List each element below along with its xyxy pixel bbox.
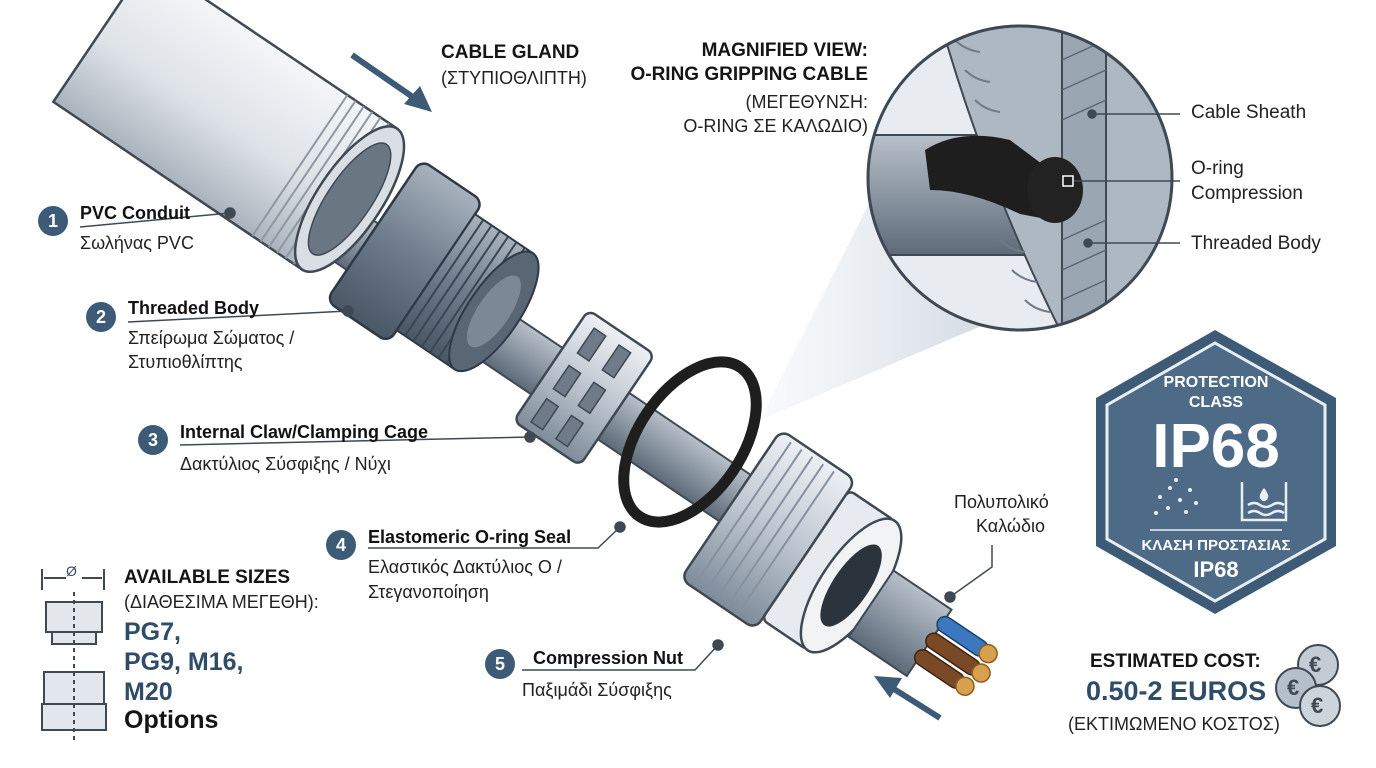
leader-lines bbox=[79, 207, 993, 671]
sizes-title: AVAILABLE SIZES bbox=[124, 567, 291, 588]
coin-euro-icon-3: € bbox=[1311, 693, 1324, 718]
size-pg7: PG7, bbox=[124, 618, 181, 646]
magnified-leaders bbox=[1062, 109, 1180, 248]
part-3-name: Internal Claw/Clamping Cage bbox=[180, 422, 429, 442]
o-ring-shape bbox=[618, 356, 762, 528]
magnified-subtitle-2: O-RING ΣΕ ΚΑΛΩΔΙΟ) bbox=[683, 116, 868, 136]
part-3-name-gr: Δακτύλιος Σύσφιξης / Νύχι bbox=[180, 454, 391, 474]
cable-label-1: Πολυπολικό bbox=[954, 492, 1049, 512]
part-1-name: PVC Conduit bbox=[80, 203, 190, 223]
size-m20: M20 bbox=[124, 678, 173, 706]
pvc-conduit-shape bbox=[51, 0, 406, 274]
cost-title: ESTIMATED COST: bbox=[1090, 651, 1261, 672]
part-3-number: 3 bbox=[138, 425, 168, 455]
part-2-number: 2 bbox=[86, 302, 116, 332]
badge-ip68-gr: IP68 bbox=[1193, 557, 1239, 582]
label-cable-sheath: Cable Sheath bbox=[1191, 102, 1307, 123]
sizes-subtitle: (ΔΙΑΘΕΣΙΜΑ ΜΕΓΕΘΗ): bbox=[124, 592, 319, 612]
cable-end-shape bbox=[847, 569, 998, 697]
part-5-name-gr: Παξιμάδι Σύσφιξης bbox=[522, 680, 672, 700]
part-2-name-gr: Σπείρωμα Σώματος / bbox=[128, 328, 295, 348]
badge-ip68: IP68 bbox=[1152, 412, 1280, 481]
magnified-title-2: O-RING GRIPPING CABLE bbox=[630, 64, 868, 85]
clamping-cage-shape bbox=[515, 311, 653, 464]
coin-euro-icon-1: € bbox=[1309, 652, 1322, 677]
fitting-size-icon bbox=[41, 569, 107, 740]
part-5-number: 5 bbox=[485, 649, 515, 679]
cost-subtitle: (ΕΚΤΙΜΩΜΕΝΟ ΚΟΣΤΟΣ) bbox=[1068, 714, 1280, 734]
compression-nut-shape bbox=[683, 432, 903, 654]
coin-euro-icon-2: € bbox=[1287, 675, 1300, 700]
water-icon bbox=[1240, 482, 1288, 522]
magnified-circle-border bbox=[866, 24, 1174, 332]
diameter-symbol: Ø bbox=[66, 563, 77, 579]
part-5-name: Compression Nut bbox=[533, 648, 684, 668]
badge-line-1: PROTECTION bbox=[1163, 374, 1269, 391]
ip68-badge-shape bbox=[1096, 330, 1336, 614]
label-o-ring: O-ring bbox=[1191, 158, 1244, 179]
badge-line-2: CLASS bbox=[1188, 394, 1244, 411]
part-1-number: 1 bbox=[38, 206, 68, 236]
magnified-subtitle-1: (ΜΕΓΕΘΥΝΣΗ: bbox=[745, 92, 868, 112]
coin-stack-icon bbox=[1275, 644, 1341, 727]
part-4-name-gr: Ελαστικός Δακτύλιος O / bbox=[368, 557, 562, 577]
arrows bbox=[350, 52, 942, 721]
part-4-name: Elastomeric O-ring Seal bbox=[368, 527, 572, 547]
label-compression: Compression bbox=[1191, 183, 1303, 204]
magnified-title-1: MAGNIFIED VIEW: bbox=[701, 40, 868, 61]
badge-gr: ΚΛΑΣΗ ΠΡΟΣΤΑΣΙΑΣ bbox=[1141, 537, 1291, 554]
threaded-body-shape bbox=[328, 162, 540, 373]
cable-label-2: Καλώδιο bbox=[976, 516, 1046, 536]
size-pg9-m16: PG9, M16, bbox=[124, 648, 244, 676]
header-subtitle: (ΣΤΥΠΙΟΘΛΙΠΤΗ) bbox=[441, 68, 587, 88]
label-threaded-body-mag: Threaded Body bbox=[1191, 233, 1321, 254]
cost-value: 0.50-2 EUROS bbox=[1086, 676, 1267, 706]
size-options: Options bbox=[124, 706, 219, 734]
header-title: CABLE GLAND bbox=[441, 42, 580, 63]
dust-icon bbox=[1154, 478, 1198, 515]
part-2-name: Threaded Body bbox=[128, 298, 260, 318]
part-2-name-gr-2: Στυπιοθλίπτης bbox=[128, 352, 243, 372]
part-1-name-gr: Σωλήνας PVC bbox=[80, 233, 194, 253]
magnified-view bbox=[868, 26, 1172, 330]
part-4-name-gr-2: Στεγανοποίηση bbox=[368, 582, 489, 602]
part-4-number: 4 bbox=[326, 530, 356, 560]
